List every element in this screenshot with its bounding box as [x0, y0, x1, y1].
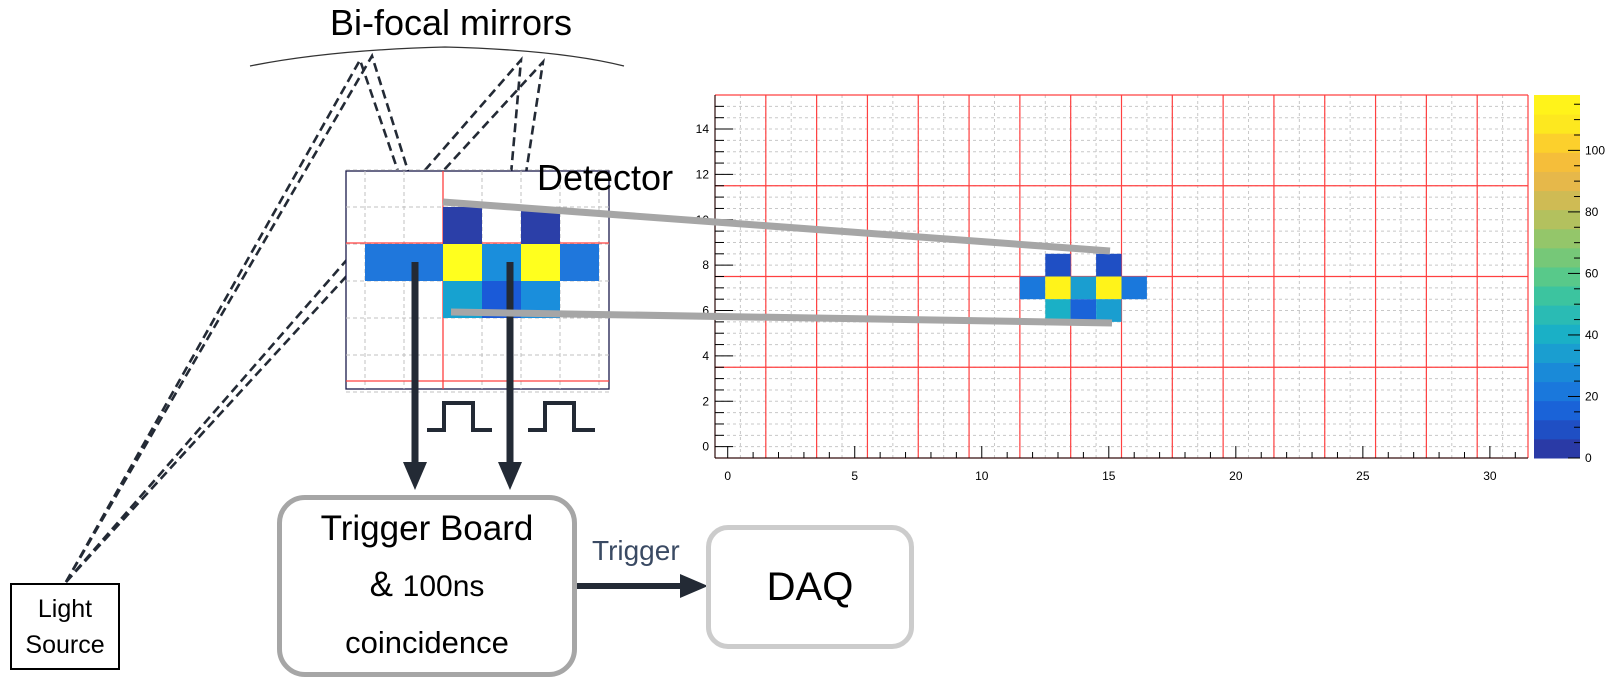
colorbar-swatch: [1534, 305, 1580, 325]
colorbar-swatch: [1534, 171, 1580, 192]
small-detector-cell: [482, 244, 521, 281]
colorbar-swatch: [1534, 152, 1580, 172]
x-tick-label: 25: [1356, 469, 1370, 483]
small-detector-cell: [521, 244, 560, 281]
colorbar-swatch: [1534, 209, 1580, 230]
ampersand: &: [369, 565, 393, 604]
heatmap-cell: [1070, 299, 1097, 322]
zoom-connectors: [442, 198, 1113, 327]
pulse-icon: [427, 401, 492, 432]
colorbar-swatch: [1534, 324, 1580, 344]
mirror-brace: [249, 46, 625, 67]
y-tick-label: 12: [696, 167, 710, 181]
x-tick-label: 5: [851, 469, 858, 483]
y-tick-label: 0: [702, 440, 709, 454]
heatmap-cell: [1045, 276, 1071, 300]
x-tick-label: 0: [724, 469, 731, 483]
y-tick-label: 8: [702, 258, 709, 272]
colorbar-swatch: [1534, 362, 1580, 383]
x-tick-label: 10: [975, 469, 989, 483]
y-tick-label: 6: [702, 304, 709, 318]
colorbar-swatch: [1534, 286, 1580, 306]
pulse-icons: [427, 401, 595, 432]
signal-arrows: [403, 262, 522, 490]
colorbar-tick-label: 80: [1585, 205, 1599, 219]
heatmap-cell: [1096, 299, 1122, 322]
heatmap-cell: [1096, 276, 1122, 300]
x-tick-label: 20: [1229, 469, 1243, 483]
trigger-board-line3: coincidence: [345, 625, 509, 660]
light-source-box: Light Source: [10, 583, 120, 670]
daq-box: DAQ: [706, 525, 914, 649]
small-detector-cell: [404, 244, 443, 281]
trigger-board-box: Trigger Board & 100ns coincidence: [277, 495, 577, 677]
colorbar-tick-label: 100: [1585, 143, 1605, 157]
colorbar-swatch: [1534, 95, 1580, 115]
colorbar-swatch: [1534, 381, 1580, 402]
small-detector-cell: [365, 244, 404, 281]
colorbar-tick-label: 0: [1585, 451, 1592, 465]
colorbar-swatch: [1534, 133, 1580, 153]
heatmap-cell: [1096, 253, 1122, 277]
colorbar-tick-label: 20: [1585, 389, 1599, 403]
trigger-board-line2: & 100ns: [370, 557, 485, 615]
x-tick-label: 15: [1102, 469, 1116, 483]
y-tick-label: 4: [702, 349, 709, 363]
heatmap-cell: [1045, 299, 1071, 322]
small-detector-cell: [443, 207, 482, 244]
heatmap-cell: [1045, 253, 1071, 277]
colorbar-tick-label: 40: [1585, 328, 1599, 342]
x-tick-label: 30: [1483, 469, 1497, 483]
heatmap-cell: [1019, 276, 1046, 300]
colorbar-swatch: [1534, 400, 1580, 421]
trigger-arrow: [577, 574, 708, 598]
trigger-label: Trigger: [592, 535, 680, 566]
colorbar-swatch: [1534, 114, 1580, 134]
colorbar-swatch: [1534, 247, 1580, 268]
pulse-icon: [528, 401, 595, 432]
colorbar-swatch: [1534, 228, 1580, 249]
colorbar-swatch: [1534, 266, 1580, 287]
heatmap-cell: [1070, 276, 1097, 300]
colorbar-swatch: [1534, 419, 1580, 440]
small-detector-cell: [560, 244, 599, 281]
light-source-line1: Light: [37, 594, 93, 623]
colorbar-tick-label: 60: [1585, 266, 1599, 280]
coincidence-window: 100ns: [402, 570, 485, 603]
y-tick-label: 2: [702, 394, 709, 408]
small-detector-cell: [443, 244, 482, 281]
heatmap-cell: [1121, 276, 1147, 300]
daq-label: DAQ: [766, 564, 854, 609]
detector-label: Detector: [537, 157, 674, 198]
colorbar-swatch: [1534, 190, 1580, 211]
light-source-line2: Source: [25, 630, 105, 659]
y-tick-label: 14: [696, 122, 710, 136]
heatmap-chart: 05101520253002468101214020406080100: [696, 94, 1605, 483]
colorbar-swatch: [1534, 438, 1580, 459]
colorbar-swatch: [1534, 343, 1580, 363]
trigger-board-line1: Trigger Board: [320, 509, 534, 548]
mirrors-label: Bi-focal mirrors: [330, 2, 573, 43]
